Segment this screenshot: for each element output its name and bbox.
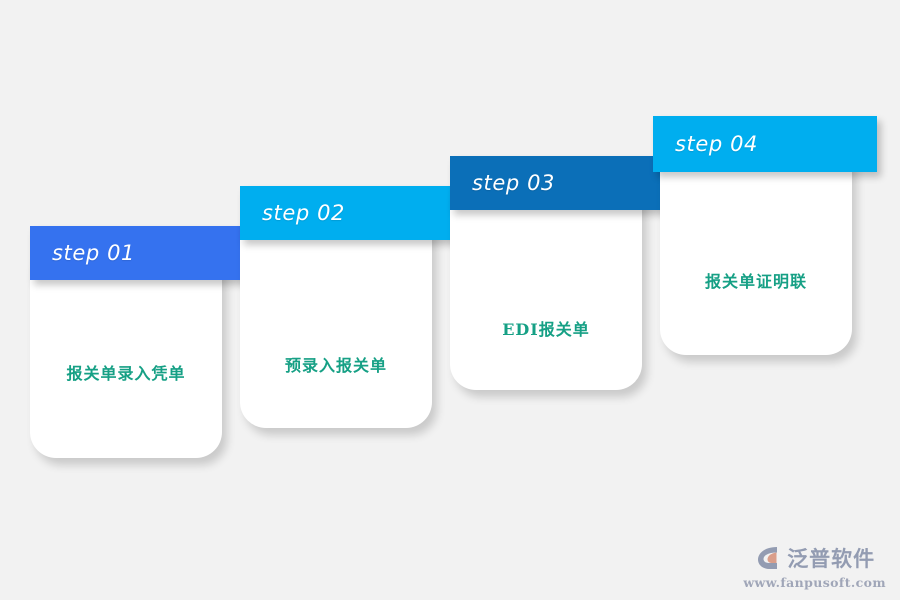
step-banner-label-3: step 03	[472, 171, 556, 195]
step-banner-label-4: step 04	[675, 132, 759, 156]
step-banner-3[interactable]: step 03	[450, 156, 668, 210]
fanpu-logo-icon	[754, 544, 782, 572]
step-banner-4[interactable]: step 04	[653, 116, 877, 172]
watermark: 泛普软件 www.fanpusoft.com	[743, 544, 886, 590]
step-card-label-3: EDI报关单	[502, 320, 590, 339]
step-card-label-4: 报关单证明联	[704, 272, 807, 291]
step-card-label-2: 预录入报关单	[284, 356, 387, 375]
watermark-brand-text: 泛普软件	[787, 545, 876, 571]
step-banner-1[interactable]: step 01	[30, 226, 250, 280]
step-banner-label-1: step 01	[52, 241, 136, 265]
step-banner-2[interactable]: step 02	[240, 186, 460, 240]
step-banner-label-2: step 02	[262, 201, 346, 225]
watermark-brand-row: 泛普软件	[754, 544, 875, 572]
step-card-label-1: 报关单录入凭单	[66, 364, 186, 383]
watermark-url-text: www.fanpusoft.com	[743, 575, 886, 590]
